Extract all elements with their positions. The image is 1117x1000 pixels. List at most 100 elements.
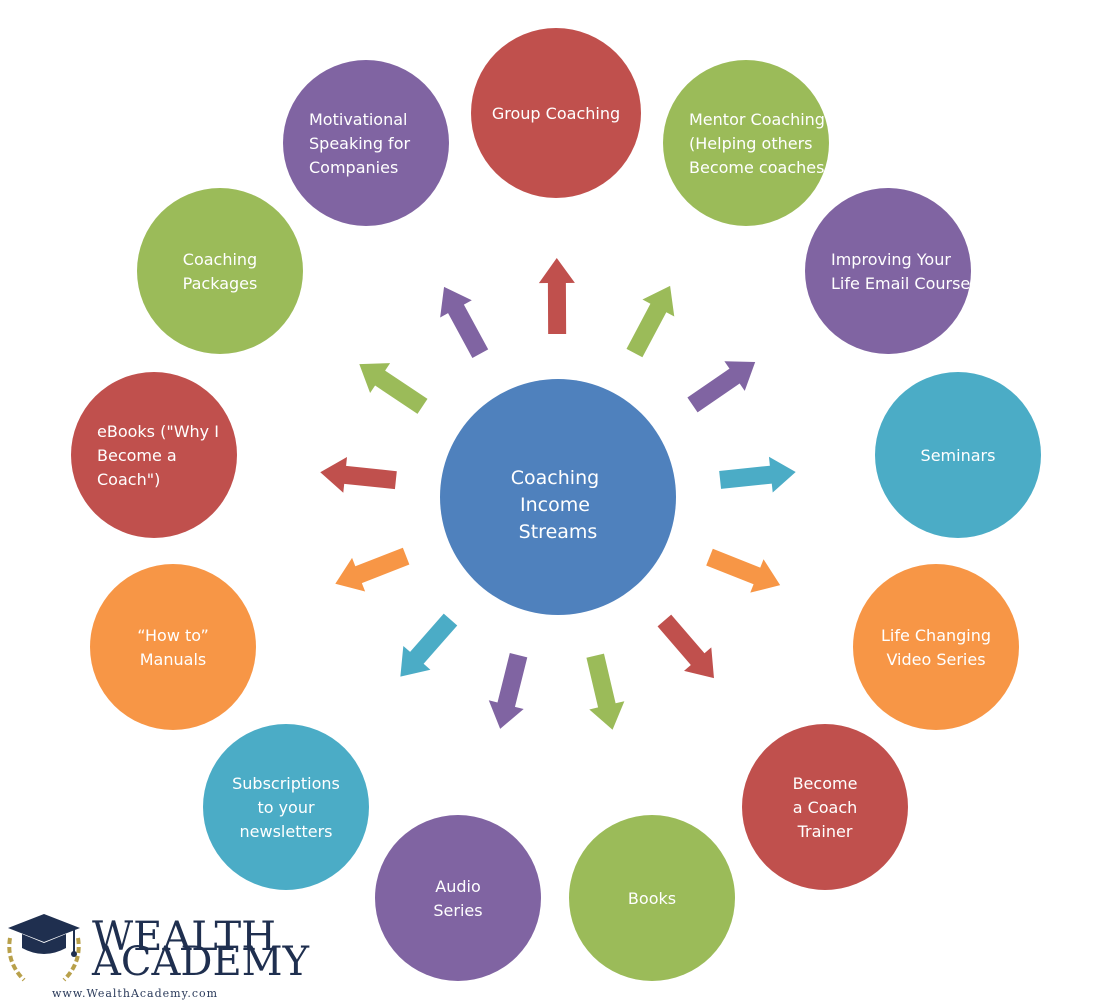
node-label-line: Series — [433, 901, 482, 920]
node-label-line: Subscriptions — [232, 774, 340, 793]
arrow-shape — [586, 653, 625, 730]
node-label: Seminars — [921, 446, 996, 465]
node-label-line: Become coaches — [689, 158, 824, 177]
node-label: Group Coaching — [492, 104, 620, 123]
node-subscriptions-to-your-newsletters: Subscriptions to your newsletters — [203, 724, 369, 890]
arrow-shape — [320, 456, 397, 493]
node-circle — [375, 815, 541, 981]
node-label-line: newsletters — [240, 822, 333, 841]
node-label-line: eBooks ("Why I — [97, 422, 219, 441]
node-label-line: Coaching — [183, 250, 257, 269]
node-circle — [663, 60, 829, 226]
node-circle — [90, 564, 256, 730]
node-label: eBooks ("Why I Become a Coach") — [97, 422, 219, 489]
arrow-shape — [359, 363, 428, 414]
node-label-line: Improving Your — [831, 250, 951, 269]
arrow-how-to-manuals — [335, 547, 410, 592]
center-label-line: Coaching — [511, 467, 599, 489]
arrow-shape — [706, 548, 781, 593]
arrow-become-a-coach-trainer — [657, 614, 714, 679]
arrow-shape — [657, 614, 714, 679]
node-label-line: to your — [257, 798, 315, 817]
arrow-subscriptions-to-your-newsletters — [400, 613, 458, 677]
node-circle — [137, 188, 303, 354]
arrow-group-coaching — [538, 258, 575, 335]
node-label-line: Companies — [309, 158, 398, 177]
node-circle — [805, 188, 971, 354]
arrows-layer — [320, 258, 796, 730]
arrow-improving-your-life-email-course — [687, 361, 756, 413]
node-label-line: Audio — [435, 877, 480, 896]
node-books: Books — [569, 815, 735, 981]
node-label-line: Mentor Coaching — [689, 110, 825, 129]
center-node: Coaching Income Streams — [440, 379, 676, 615]
arrow-shape — [335, 547, 410, 592]
node-circle — [569, 815, 735, 981]
nodes-layer: Group Coaching Mentor Coaching (Helping ot… — [71, 28, 1041, 981]
node-circle — [875, 372, 1041, 538]
arrow-mentor-coaching — [626, 285, 675, 358]
node-group-coaching: Group Coaching — [471, 28, 641, 198]
node-label-line: Motivational — [309, 110, 407, 129]
center-label: Coaching Income Streams — [511, 467, 605, 543]
arrow-shape — [719, 456, 796, 493]
brand-name-line2: ACADEMY — [91, 939, 310, 985]
center-label-line: Income — [520, 494, 590, 516]
node-circle — [471, 28, 641, 198]
arrow-books — [586, 653, 625, 730]
arrow-ebooks-why-i-become-a-coach — [320, 456, 397, 493]
center-label-line: Streams — [519, 521, 598, 543]
arrow-shape — [626, 285, 675, 358]
node-how-to-manuals: “How to”Manuals — [90, 564, 256, 730]
node-label-line: Coach") — [97, 470, 160, 489]
arrow-motivational-speaking-for-companies — [440, 286, 489, 359]
wealth-academy-branding: WEALTH ACADEMY www.WealthAcademy.com — [7, 914, 310, 1000]
node-label-line: Become — [793, 774, 858, 793]
node-label-line: (Helping others — [689, 134, 813, 153]
node-label-line: Packages — [183, 274, 258, 293]
center-circle — [440, 379, 676, 615]
node-label-line: Books — [628, 889, 676, 908]
arrow-shape — [400, 613, 458, 677]
arrow-shape — [440, 286, 489, 359]
arrow-shape — [687, 361, 756, 413]
arrow-coaching-packages — [359, 363, 428, 414]
node-label: Subscriptions to your newsletters — [232, 774, 340, 841]
node-label-line: Trainer — [797, 822, 853, 841]
arrow-seminars — [719, 456, 796, 493]
node-label: Books — [628, 889, 676, 908]
arrow-shape — [488, 652, 528, 729]
node-ebooks-why-i-become-a-coach: eBooks ("Why I Become a Coach") — [71, 372, 237, 538]
node-label-line: Video Series — [886, 650, 985, 669]
node-label-line: Manuals — [140, 650, 206, 669]
graduation-cap-laurel-icon — [7, 914, 81, 982]
node-circle — [283, 60, 449, 226]
node-label-line: Become a — [97, 446, 177, 465]
node-label-line: Seminars — [921, 446, 996, 465]
node-label-line: Speaking for — [309, 134, 410, 153]
arrow-life-changing-video-series — [706, 548, 781, 593]
node-label: “How to”Manuals — [137, 626, 209, 669]
node-circle — [71, 372, 237, 538]
node-circle — [742, 724, 908, 890]
node-seminars: Seminars — [875, 372, 1041, 538]
node-circle — [203, 724, 369, 890]
node-label-line: Life Changing — [881, 626, 991, 645]
node-circle — [853, 564, 1019, 730]
node-label-line: a Coach — [793, 798, 858, 817]
